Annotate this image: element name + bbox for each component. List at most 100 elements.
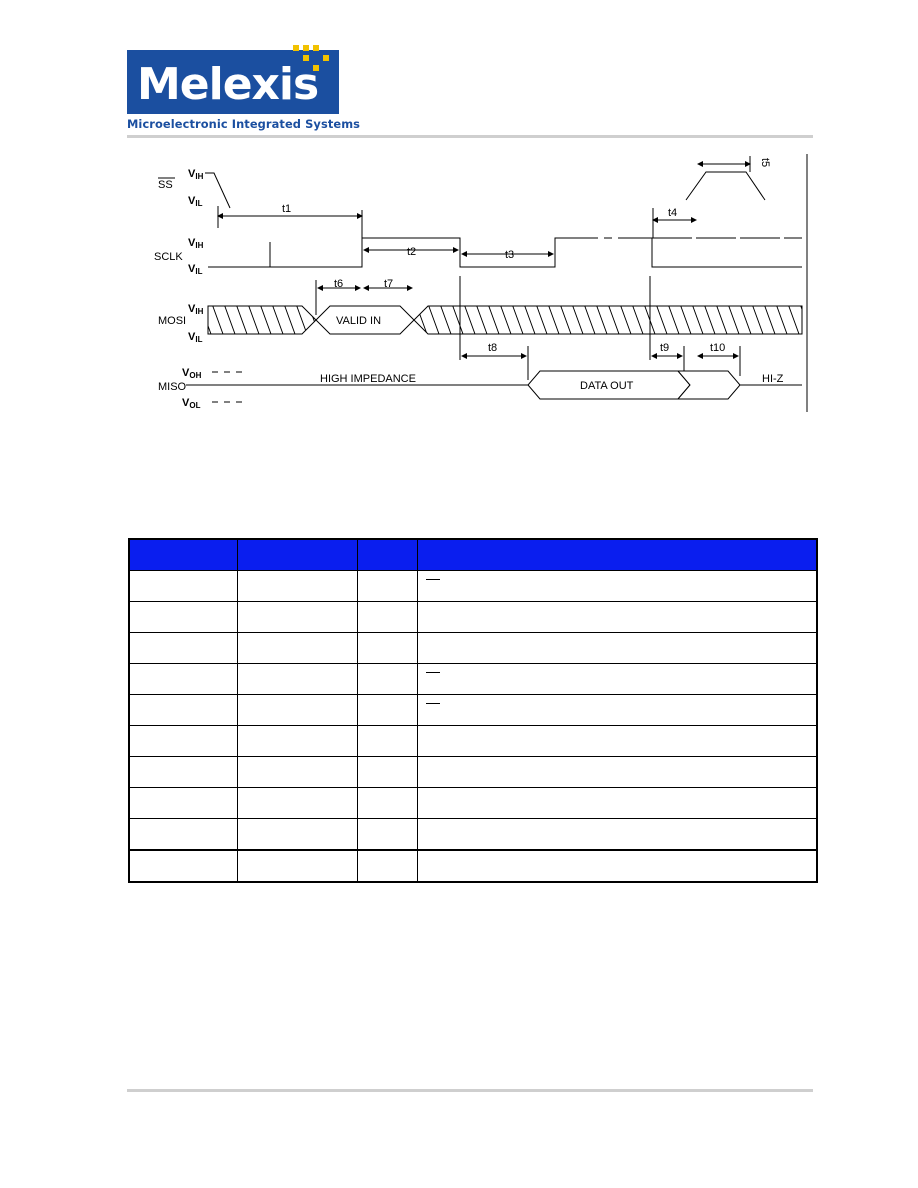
- table-cell: [356, 632, 418, 664]
- logo-tagline: Microelectronic Integrated Systems: [127, 117, 361, 131]
- sclk-waveform-end: [620, 237, 802, 268]
- hi-z-label: HI-Z: [762, 373, 784, 385]
- table-cell: [128, 818, 238, 851]
- miso-voh-label: VOH: [182, 367, 202, 380]
- logo-wordmark: Melexis: [137, 59, 319, 110]
- header-cell: [356, 538, 418, 571]
- t3-label: t3: [505, 249, 514, 261]
- t4-label: t4: [668, 207, 677, 219]
- table-cell: [236, 570, 358, 602]
- table-cell: [128, 632, 238, 664]
- ss-vih-label: VIH: [188, 168, 204, 181]
- t2-label: t2: [407, 246, 416, 258]
- table-cell: [416, 694, 818, 726]
- miso-signal-label: MISO: [158, 381, 187, 393]
- table-row: [128, 632, 818, 664]
- table-cell: [356, 756, 418, 788]
- table-cell: [236, 632, 358, 664]
- table-cell: [236, 756, 358, 788]
- overline-mark: [425, 672, 440, 673]
- t10-label: t10: [710, 342, 725, 354]
- valid-in-label: VALID IN: [336, 315, 381, 327]
- logo-dot: [313, 45, 319, 51]
- table-cell: [128, 601, 238, 633]
- miso-vol-label: VOL: [182, 397, 201, 410]
- table-cell: [236, 725, 358, 757]
- table-row: [128, 756, 818, 788]
- table-row: [128, 818, 818, 851]
- header-divider: [127, 135, 813, 138]
- table-cell: [416, 632, 818, 664]
- table-cell: [416, 725, 818, 757]
- mosi-vih-label: VIH: [188, 303, 204, 316]
- table-cell: [236, 694, 358, 726]
- table-cell: [236, 849, 358, 883]
- data-out-label: DATA OUT: [580, 380, 634, 392]
- t9-label: t9: [660, 342, 669, 354]
- table-cell: [356, 694, 418, 726]
- melexis-logo: Melexis Microelectronic Integrated Syste…: [127, 45, 360, 133]
- table-cell: [356, 849, 418, 883]
- table-cell: [356, 725, 418, 757]
- ss-falling-edge: [205, 172, 231, 209]
- t1-label: t1: [282, 203, 291, 215]
- table-cell: [356, 818, 418, 851]
- sclk-vil-label: VIL: [188, 263, 203, 276]
- table-cell: [416, 849, 818, 883]
- table-cell: [416, 663, 818, 695]
- table-row: [128, 663, 818, 695]
- t7-label: t7: [384, 278, 393, 290]
- table-row: [128, 787, 818, 819]
- table-cell: [416, 818, 818, 851]
- header-cell: [236, 538, 358, 571]
- logo-dot: [293, 45, 299, 51]
- overline-mark: [425, 703, 440, 704]
- t8-label: t8: [488, 342, 497, 354]
- table-cell: [236, 818, 358, 851]
- logo-dot: [303, 45, 309, 51]
- table-cell: [128, 849, 238, 883]
- timing-parameter-table: [128, 538, 818, 883]
- footer-divider: [127, 1089, 813, 1092]
- ss-rising-edge: [685, 171, 766, 201]
- sclk-waveform: [208, 237, 590, 268]
- mosi-vil-label: VIL: [188, 331, 203, 344]
- table-cell: [416, 601, 818, 633]
- ss-signal-label: SS: [158, 179, 173, 191]
- high-impedance-label: HIGH IMPEDANCE: [320, 373, 416, 385]
- table-header-row: [128, 538, 818, 571]
- table-cell: [128, 787, 238, 819]
- logo-dot: [303, 55, 309, 61]
- table-cell: [356, 601, 418, 633]
- table-cell: [416, 756, 818, 788]
- miso-transition-window: [676, 370, 741, 400]
- spi-timing-diagram: SS VIH VIL t5 t1 SCLK VIH VIL t2 t3 t4 M…: [154, 154, 808, 412]
- table-cell: [128, 570, 238, 602]
- table-cell: [236, 663, 358, 695]
- table-cell: [128, 756, 238, 788]
- mosi-dont-care-right: [413, 305, 803, 335]
- overline-mark: [425, 579, 440, 580]
- logo-dot: [313, 65, 319, 71]
- table-cell: [356, 570, 418, 602]
- logo-dot: [323, 55, 329, 61]
- mosi-dont-care-left: [207, 305, 317, 335]
- table-cell: [416, 570, 818, 602]
- table-row: [128, 601, 818, 633]
- table-cell: [128, 663, 238, 695]
- table-cell: [128, 725, 238, 757]
- table-cell: [236, 601, 358, 633]
- table-cell: [356, 663, 418, 695]
- table-row: [128, 725, 818, 757]
- sclk-vih-label: VIH: [188, 237, 204, 250]
- header-cell: [128, 538, 238, 571]
- table-body: [128, 570, 818, 883]
- t6-label: t6: [334, 278, 343, 290]
- header-cell: [416, 538, 818, 571]
- sclk-signal-label: SCLK: [154, 251, 183, 263]
- t5-label: t5: [759, 158, 771, 167]
- table-row: [128, 849, 818, 883]
- table-row: [128, 694, 818, 726]
- table-cell: [236, 787, 358, 819]
- table-cell: [416, 787, 818, 819]
